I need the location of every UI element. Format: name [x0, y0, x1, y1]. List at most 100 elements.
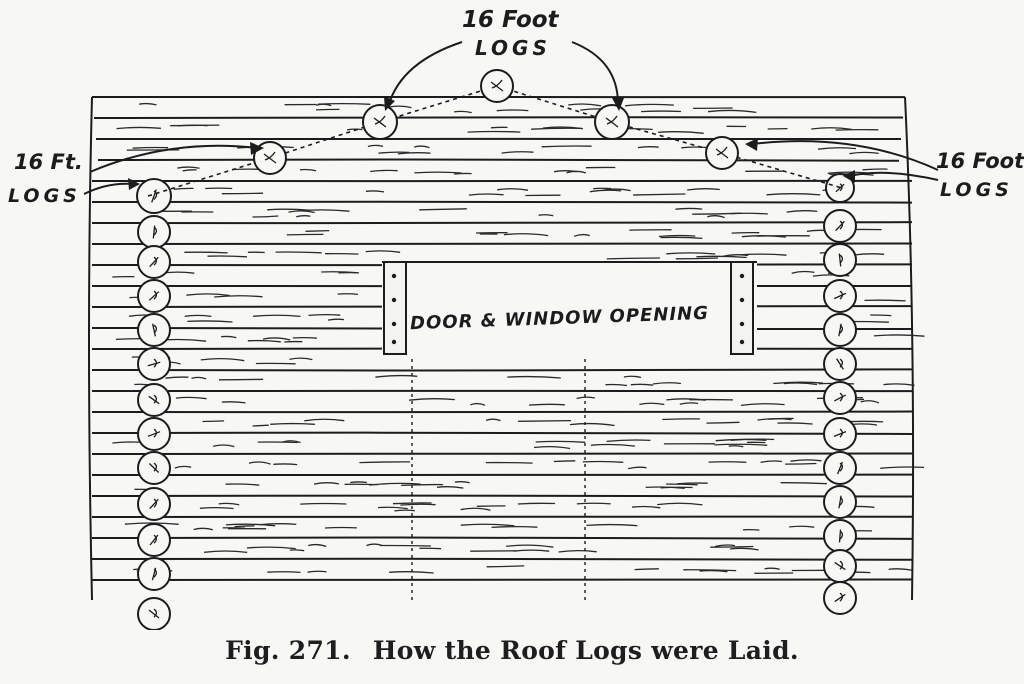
log-end-rings	[836, 358, 844, 370]
bark-stroke	[388, 105, 412, 109]
roof-log-rings	[263, 151, 277, 164]
bark-stroke	[768, 417, 794, 420]
bark-stroke	[408, 398, 455, 401]
bark-stroke	[589, 189, 622, 193]
right-stud	[730, 261, 754, 355]
roof-logs	[253, 69, 739, 175]
log-end-rings	[147, 428, 161, 438]
bark-stroke	[710, 545, 754, 548]
bark-stroke	[247, 339, 281, 343]
bark-stroke	[350, 481, 367, 484]
log-cabin-diagram: DOOR & WINDOW OPENING 16 Foot LOGS 16 Ft	[8, 7, 1024, 630]
bark-stroke	[666, 252, 716, 255]
bark-stroke	[221, 401, 246, 404]
bark-stroke	[533, 445, 571, 450]
bark-stroke	[297, 209, 350, 212]
right-wall-edge	[904, 96, 915, 601]
bark-stroke	[506, 544, 554, 548]
bark-stroke	[252, 424, 269, 427]
bark-stroke	[378, 151, 410, 154]
bark-stroke	[369, 482, 421, 486]
bark-stroke	[308, 313, 341, 317]
bark-stroke	[491, 526, 538, 529]
bark-stroke	[666, 398, 706, 401]
bark-stroke	[699, 569, 728, 573]
bark-stroke	[639, 402, 665, 406]
bark-stroke	[337, 293, 358, 296]
bark-stroke	[507, 375, 561, 379]
bark-stroke	[139, 102, 157, 106]
bark-stroke	[777, 422, 813, 425]
bark-stroke	[714, 443, 768, 446]
log-end-rings	[834, 592, 846, 603]
bark-hatching	[112, 102, 925, 574]
bark-stroke	[400, 503, 436, 506]
bark-stroke	[576, 502, 611, 505]
top-label-line2: LOGS	[475, 36, 551, 60]
log-edge	[93, 116, 904, 119]
bark-stroke	[791, 270, 815, 274]
bark-stroke	[811, 127, 852, 131]
log-edge	[91, 200, 913, 204]
bark-stroke	[307, 570, 327, 573]
bark-stroke	[707, 215, 725, 219]
bark-stroke	[218, 378, 264, 381]
log-edge	[91, 578, 913, 581]
log-edge	[91, 242, 913, 245]
bark-stroke	[764, 567, 780, 570]
bark-stroke	[657, 502, 703, 506]
log-end-rings	[148, 462, 160, 473]
log-edge	[91, 557, 913, 561]
bark-stroke	[270, 422, 315, 425]
log-end-rings	[148, 394, 160, 405]
arrowheads	[128, 96, 855, 190]
bark-stroke	[632, 505, 661, 509]
left-label-line2: LOGS	[8, 185, 81, 207]
left-stud	[383, 261, 407, 355]
bark-stroke	[313, 482, 340, 485]
bark-stroke	[503, 233, 549, 237]
bark-stroke	[696, 255, 747, 259]
bark-stroke	[262, 337, 291, 341]
bark-stroke	[212, 444, 235, 448]
bark-stroke	[501, 151, 534, 154]
bark-stroke	[200, 358, 245, 362]
bark-stroke	[766, 193, 821, 196]
log-end-rings	[148, 608, 160, 619]
roof-log-rings	[373, 115, 387, 128]
bark-stroke	[252, 215, 279, 218]
top-arrow-left	[388, 41, 463, 105]
log-end-rings	[833, 290, 847, 300]
bark-stroke	[660, 236, 703, 240]
log-end-rings	[838, 529, 844, 543]
bark-stroke	[289, 357, 313, 361]
log-end-rings	[835, 220, 845, 232]
bark-stroke	[658, 131, 704, 134]
bark-stroke	[783, 382, 818, 386]
bark-stroke	[186, 293, 230, 297]
bark-stroke	[666, 483, 698, 486]
bark-stroke	[497, 188, 529, 191]
bark-stroke	[683, 569, 737, 572]
bark-stroke	[177, 166, 200, 169]
bark-stroke	[675, 257, 719, 260]
left-label-line1: 16 Ft.	[14, 150, 83, 174]
bark-stroke	[586, 523, 638, 527]
bark-stroke	[658, 234, 696, 238]
bark-stroke	[367, 144, 384, 148]
left-arrow-lower	[83, 182, 135, 195]
bark-stroke	[864, 299, 906, 302]
log-end-rings	[838, 495, 844, 509]
log-end-rings	[836, 461, 844, 475]
bark-stroke	[267, 571, 301, 574]
bark-stroke	[207, 255, 248, 258]
bark-stroke	[182, 169, 197, 172]
log-end-rings	[149, 498, 159, 510]
log-edge	[91, 431, 913, 435]
bark-stroke	[708, 461, 747, 463]
bark-stroke	[880, 466, 925, 469]
bark-stroke	[531, 127, 582, 130]
bark-stroke	[888, 568, 912, 571]
bark-stroke	[199, 506, 234, 510]
bark-stroke	[174, 465, 192, 469]
